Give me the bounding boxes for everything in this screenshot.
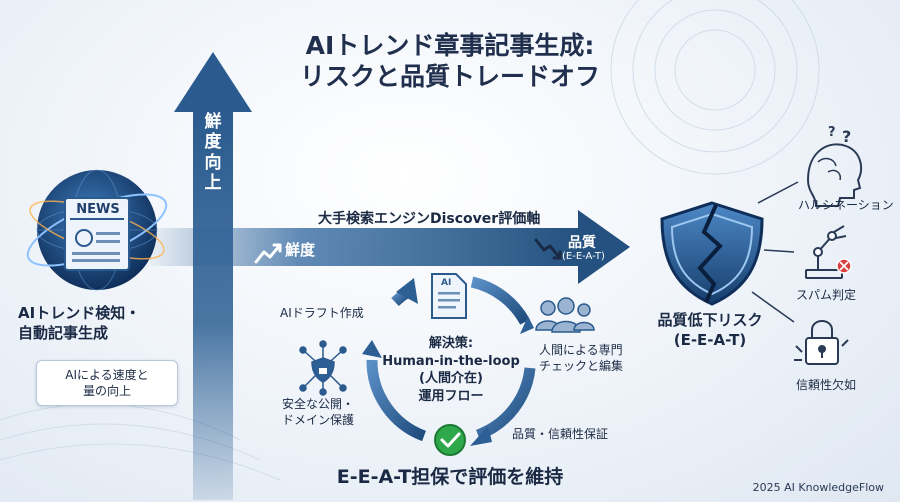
vertical-axis-label: 鮮度向上 [204, 112, 222, 194]
svg-text:?: ? [828, 125, 836, 140]
robot-arm-icon [805, 225, 852, 279]
title-line-2: リスクと品質トレードオフ [299, 62, 600, 92]
news-title-line-1: AIトレンド検知・ [18, 304, 141, 322]
risk-item-trust: 信頼性欠如 [796, 378, 857, 392]
news-globe-icon [26, 169, 168, 291]
trend-down-icon [534, 238, 562, 260]
head-question-icon: ? ? [806, 125, 863, 207]
step-human-check-line-2: チェックと編集 [539, 359, 624, 374]
step-ai-draft: AIドラフト作成 [280, 306, 364, 320]
quality-label: 品質 [568, 235, 596, 251]
step-safe-publish-line-1: 安全な公開・ [282, 397, 355, 411]
speed-note-line-2: 量の向上 [82, 384, 131, 399]
news-icon-label: NEWS [76, 202, 120, 217]
background-rings [610, 0, 820, 175]
speed-note: AIによる速度と 量の向上 [36, 360, 178, 407]
freshness-label: 鮮度 [285, 241, 316, 259]
solution-line-1: 解決策: [428, 336, 474, 351]
copyright-text: 2025 AI KnowledgeFlow [752, 481, 884, 494]
vertical-axis-arrow [174, 52, 252, 500]
risk-item-hallucination: ハルシネーション [798, 198, 894, 212]
broken-padlock-icon [794, 320, 849, 365]
step-quality-assurance: 品質・信頼性保証 [512, 427, 609, 441]
footer-main-text: E-E-A-T担保で評価を維持 [336, 466, 564, 488]
ai-document-icon [431, 273, 467, 319]
speed-note-line-1: AIによる速度と [65, 368, 149, 382]
solution-line-2: Human-in-the-loop [382, 353, 520, 369]
ai-document-badge: AI [441, 278, 452, 288]
risk-title-line-1: 品質低下リスク [657, 311, 763, 329]
step-safe-publish: 安全な公開・ ドメイン保護 [282, 396, 354, 428]
check-badge-icon [434, 424, 466, 456]
risk-title-line-2: (E-E-A-T) [673, 331, 747, 350]
quality-sub-label: (E-E-A-T) [562, 251, 605, 262]
step-safe-publish-line-2: ドメイン保護 [282, 413, 355, 428]
trend-up-icon [254, 243, 282, 264]
solution-line-4: 運用フロー [418, 388, 484, 404]
news-title: AIトレンド検知・ 自動記事生成 [18, 303, 218, 344]
page-title: AIトレンド章事記事生成: リスクと品質トレードオフ [240, 30, 660, 93]
horizontal-axis-label: 大手検索エンジンDiscover評価軸 [318, 211, 541, 227]
news-title-line-2: 自動記事生成 [18, 324, 109, 343]
broken-shield-icon [660, 201, 764, 306]
cycle-arrow-heads [362, 278, 534, 446]
svg-text:?: ? [842, 127, 851, 146]
step-human-check: 人間による専門 チェックと編集 [539, 342, 623, 374]
risk-title: 品質低下リスク (E-E-A-T) [630, 310, 790, 351]
solution-center-text: 解決策: Human-in-the-loop (人間介在) 運用フロー [376, 335, 526, 405]
risk-connector-lines [751, 181, 799, 323]
risk-item-spam: スパム判定 [796, 288, 857, 302]
people-group-icon [535, 297, 595, 333]
title-line-1: AIトレンド章事記事生成: [305, 31, 595, 60]
background-lines [0, 403, 281, 481]
network-shield-icon [299, 340, 347, 396]
step-human-check-line-1: 人間による専門 [539, 343, 623, 357]
solution-line-3: (人間介在) [419, 371, 483, 387]
horizontal-axis-arrow [150, 210, 630, 284]
